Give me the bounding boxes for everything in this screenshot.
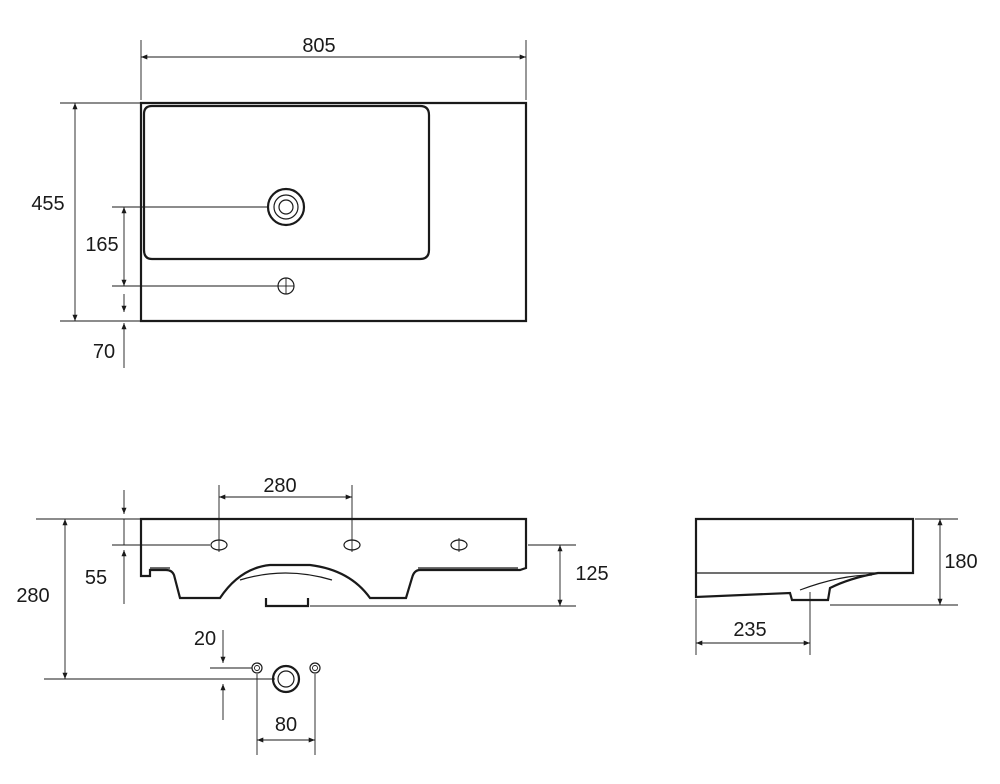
dimension-fixing-spacing-label: 80 xyxy=(275,714,297,736)
front-view: 280 55 280 125 xyxy=(16,475,609,755)
front-view-outline xyxy=(139,517,528,600)
tap-hole-left-icon xyxy=(210,538,228,552)
tap-hole-right-icon xyxy=(450,538,468,552)
dimension-fixing-spacing: 80 xyxy=(256,674,316,755)
dimension-total-height: 280 xyxy=(16,518,275,680)
dimension-depth: 455 xyxy=(31,102,140,322)
dimension-hole-spacing-label: 280 xyxy=(263,475,296,497)
top-view-outline xyxy=(139,101,528,323)
waste-outlet-icon xyxy=(271,664,301,694)
top-view: 805 455 165 70 xyxy=(31,35,528,368)
dimension-waste-offset: 20 xyxy=(194,628,252,720)
side-view: 180 235 xyxy=(694,517,978,655)
dimension-side-depth: 235 xyxy=(695,592,811,655)
fixing-left-icon xyxy=(251,662,263,674)
top-view-basin xyxy=(142,104,431,261)
dimension-hole-height-label: 55 xyxy=(85,567,107,589)
tap-hole-icon xyxy=(277,277,295,295)
dimension-side-height-label: 180 xyxy=(944,551,977,573)
dimension-hole-spacing: 280 xyxy=(218,475,353,538)
dimension-width-label: 805 xyxy=(302,35,335,57)
dimension-depth-label: 455 xyxy=(31,193,64,215)
dimension-drain-offset: 165 xyxy=(85,206,278,287)
dimension-total-height-label: 280 xyxy=(16,585,49,607)
dimension-waste-offset-label: 20 xyxy=(194,628,216,650)
front-view-waste xyxy=(264,598,310,608)
tap-hole-center-icon xyxy=(343,538,361,552)
dimension-side-depth-label: 235 xyxy=(733,619,766,641)
dimension-edge-offset-label: 70 xyxy=(93,341,115,363)
dimension-side-height: 180 xyxy=(830,518,978,606)
waste-fixing-detail xyxy=(251,662,321,694)
drain-icon xyxy=(266,187,306,227)
dimension-width: 805 xyxy=(140,35,527,100)
dimension-basin-height: 125 xyxy=(310,544,609,607)
dimension-basin-height-label: 125 xyxy=(575,563,608,585)
dimension-edge-offset: 70 xyxy=(93,294,127,368)
fixing-right-icon xyxy=(309,662,321,674)
dimension-hole-height: 55 xyxy=(85,490,210,604)
dimension-drain-offset-label: 165 xyxy=(85,234,118,256)
